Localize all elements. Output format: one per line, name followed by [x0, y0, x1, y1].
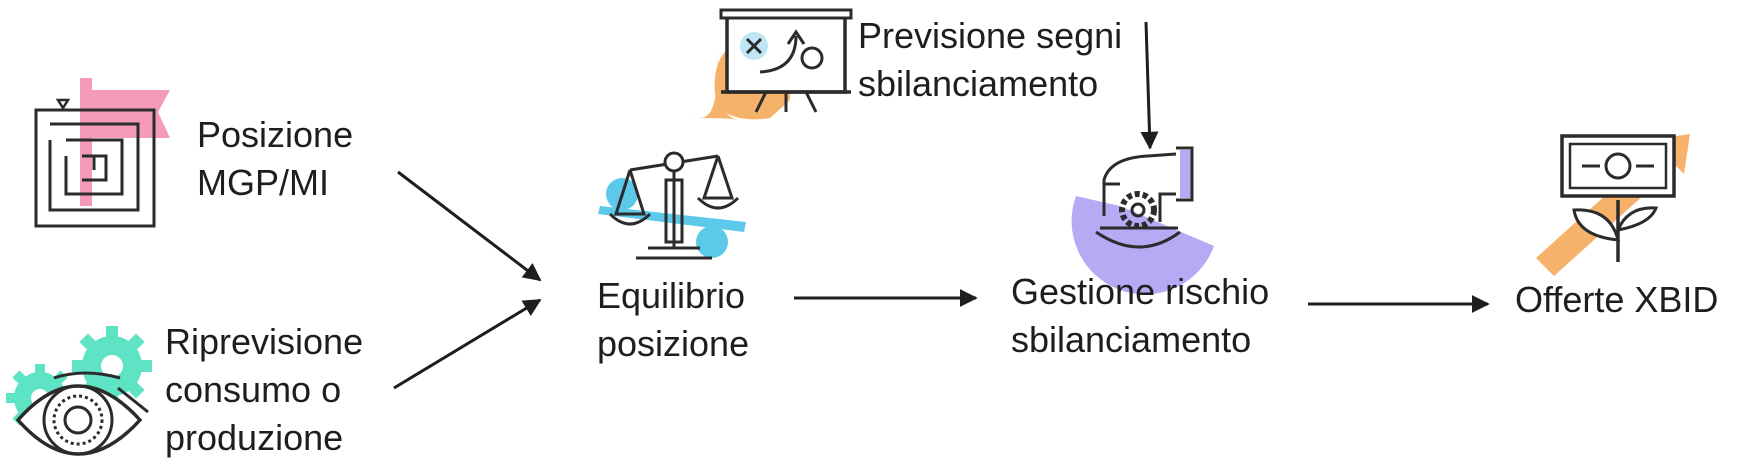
label-previsione-line-1: Previsione segni	[858, 15, 1123, 56]
label-offerte: Offerte XBID	[1515, 276, 1718, 324]
label-riprevisione-line-2: consumo o	[165, 369, 342, 410]
connectors	[393, 21, 1490, 390]
money-growth-icon	[1536, 134, 1690, 276]
label-riprevisione-line-1: Riprevisione	[165, 321, 364, 362]
label-equilibrio-line-1: Equilibrio	[597, 275, 746, 316]
label-offerte-line-1: Offerte XBID	[1515, 279, 1719, 320]
label-riprevisione: Riprevisione consumo o produzione	[165, 318, 363, 462]
label-posizione-line-1: Posizione	[197, 114, 354, 155]
arrow-riprevisione-to-equilibrio	[393, 298, 542, 390]
label-previsione-line-2: sbilanciamento	[858, 63, 1099, 104]
eye-gears-icon	[6, 326, 152, 456]
arrow-posizione-to-equilibrio	[397, 170, 542, 282]
label-posizione: Posizione MGP/MI	[197, 111, 353, 207]
label-previsione: Previsione segni sbilanciamento	[858, 12, 1122, 108]
balance-scale-icon	[598, 151, 746, 260]
label-gestione: Gestione rischio sbilanciamento	[1011, 268, 1269, 364]
label-equilibrio-line-2: posizione	[597, 323, 750, 364]
label-riprevisione-line-3: produzione	[165, 417, 344, 458]
label-gestione-line-1: Gestione rischio	[1011, 271, 1270, 312]
arrow-previsione-to-gestione	[1140, 21, 1159, 150]
label-posizione-line-2: MGP/MI	[197, 162, 329, 203]
label-equilibrio: Equilibrio posizione	[597, 272, 749, 368]
strategy-board-icon	[688, 8, 853, 120]
maze-flag-icon	[34, 78, 170, 228]
hand-gear-icon	[1071, 146, 1214, 295]
label-gestione-line-2: sbilanciamento	[1011, 319, 1252, 360]
